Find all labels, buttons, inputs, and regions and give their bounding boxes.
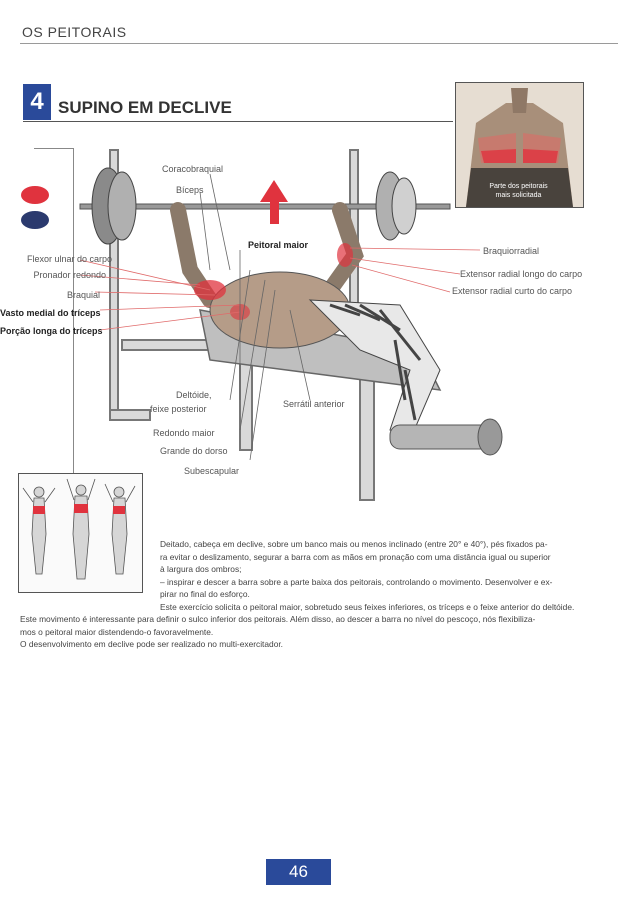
label-braquiorradial: Braquiorradial: [483, 246, 540, 256]
label-subescapular: Subescapular: [184, 466, 240, 476]
blue-oval-icon: [21, 211, 49, 229]
label-vasto-medial: Vasto medial do tríceps: [0, 308, 101, 318]
inset-caption-line2: mais solicitada: [495, 192, 542, 199]
page-number: 46: [266, 859, 331, 885]
label-deltoide-1: Deltóide,: [176, 390, 212, 400]
label-biceps: Bíceps: [176, 185, 204, 195]
anatomy-figures-panel: [18, 473, 143, 593]
label-flexor-ulnar: Flexor ulnar do carpo: [26, 254, 112, 264]
instructions-block: Deitado, cabeça em declive, sobre um ban…: [160, 538, 600, 613]
label-braquial: Braquial: [66, 290, 100, 300]
label-coracobraquial: Coracobraquial: [162, 164, 224, 174]
left-guide-line-top: [34, 148, 74, 149]
text-line: Este movimento é interessante para defin…: [20, 614, 536, 624]
label-pronador-redondo: Pronador redondo: [33, 270, 106, 280]
text-line: pirar no final do esforço.: [160, 589, 250, 599]
decline-bench-press-illustration: [79, 149, 503, 501]
text-line: Deitado, cabeça em declive, sobre um ban…: [160, 539, 548, 549]
inset-caption: Parte dos peitorais mais solicitada: [455, 182, 582, 200]
text-line: à largura dos ombros;: [160, 564, 242, 574]
text-line: mos o peitoral maior distendendo-o favor…: [20, 626, 214, 637]
exercise-title: SUPINO EM DECLIVE: [58, 98, 232, 117]
description-block: Este movimento é interessante para defin…: [20, 613, 620, 651]
label-grande-dorso: Grande do dorso: [160, 446, 228, 456]
label-peitoral-maior: Peitoral maior: [248, 240, 309, 250]
label-deltoide-2: feixe posterior: [150, 404, 207, 414]
label-redondo-maior: Redondo maior: [153, 428, 215, 438]
text-line: O desenvolvimento em declive pode ser re…: [20, 639, 284, 649]
text-line: ra evitar o deslizamento, segurar a barr…: [160, 551, 551, 562]
label-serratil: Serrátil anterior: [283, 399, 345, 409]
anatomy-figures-illustration: [22, 478, 136, 580]
title-rule: [23, 121, 453, 122]
text-line: Este exercício solicita o peitoral maior…: [160, 601, 575, 612]
red-oval-icon: [21, 186, 49, 204]
exercise-number: 4: [23, 84, 51, 120]
label-extensor-curto: Extensor radial curto do carpo: [452, 286, 573, 296]
label-extensor-longo: Extensor radial longo do carpo: [460, 269, 583, 279]
text-line: – inspirar e descer a barra sobre a part…: [160, 576, 553, 587]
section-title: OS PEITORAIS: [22, 24, 127, 40]
chest-muscle-inset-illustration: [456, 83, 583, 207]
inset-panel: [455, 82, 584, 208]
inset-caption-line1: Parte dos peitorais: [489, 183, 548, 190]
left-guide-line: [73, 148, 74, 528]
header-rule: [20, 43, 618, 44]
label-porcao-longa: Porção longa do tríceps: [0, 326, 103, 336]
